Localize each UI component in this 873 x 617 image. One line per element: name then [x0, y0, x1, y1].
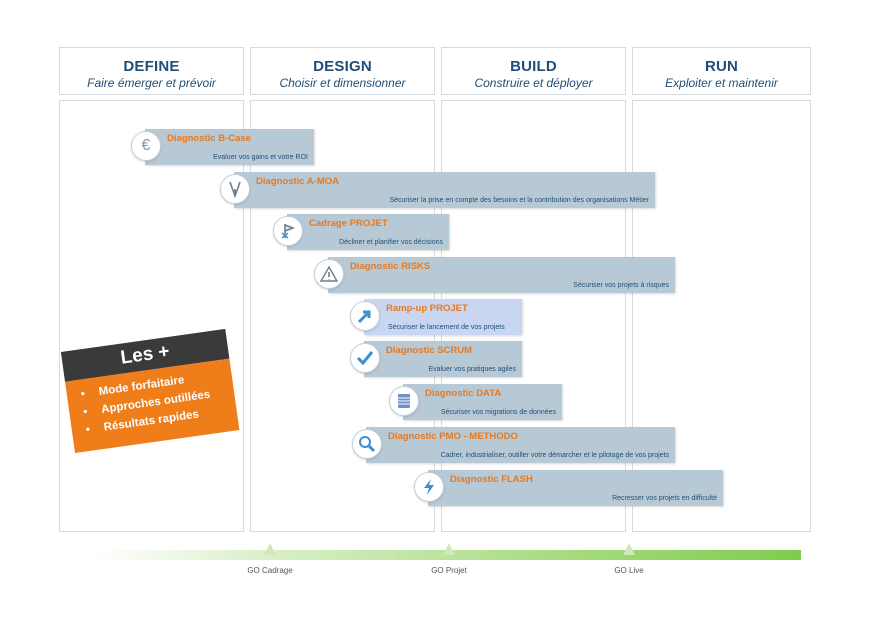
phase-subtitle: Faire émerger et prévoir	[87, 76, 216, 90]
phase-header-design: DESIGN Choisir et dimensionner	[250, 47, 435, 95]
database-icon	[389, 386, 419, 416]
phase-title: DEFINE	[123, 58, 180, 75]
branch-icon	[220, 174, 250, 204]
check-icon	[350, 343, 380, 373]
bar-title: Cadrage PROJET	[309, 218, 388, 229]
bar-diagnostic-scrum: Diagnostic SCRUM Evaluer vos pratiques a…	[364, 341, 522, 377]
bar-title: Diagnostic RISKS	[350, 261, 431, 272]
milestone-marker	[264, 543, 276, 555]
arrow-icon	[350, 301, 380, 331]
bar-diagnostic-a-moa: Diagnostic A-MOA Sécuriser la prise en c…	[234, 172, 655, 208]
bar-description: Sécuriser vos projets à risques	[573, 282, 669, 289]
bar-title: Ramp-up PROJET	[386, 303, 468, 314]
bar-description: Evaluer vos pratiques agiles	[428, 366, 516, 373]
phase-subtitle: Construire et déployer	[474, 76, 593, 90]
bar-description: Recresser vos projets en difficulté	[612, 495, 717, 502]
bar-ramp-up-projet: Ramp-up PROJET Sécuriser le lancement de…	[364, 299, 522, 335]
phase-subtitle: Exploiter et maintenir	[665, 76, 778, 90]
euro-icon: €	[131, 131, 161, 161]
bar-diagnostic-b-case: Diagnostic B-Case Evaluer vos gains et v…	[145, 129, 314, 165]
magnifier-icon	[352, 429, 382, 459]
advantages-box: Les + Mode forfaitaire Approches outillé…	[60, 328, 240, 454]
phase-column-define	[59, 100, 244, 532]
bar-title: Diagnostic FLASH	[450, 474, 533, 485]
bar-cadrage-projet: Cadrage PROJET Décliner et planifier vos…	[287, 214, 449, 250]
flag-icon	[273, 216, 303, 246]
milestone-label: GO Live	[614, 566, 644, 575]
phase-column-run	[632, 100, 811, 532]
milestone-label: GO Cadrage	[247, 566, 293, 575]
milestone-marker	[623, 543, 635, 555]
bar-diagnostic-data: Diagnostic DATA Sécuriser vos migrations…	[403, 384, 562, 420]
phase-header-build: BUILD Construire et déployer	[441, 47, 626, 95]
milestone-label: GO Projet	[431, 566, 467, 575]
lightning-icon	[414, 472, 444, 502]
bar-description: Sécuriser la prise en compte des besoins…	[389, 197, 649, 204]
phase-title: BUILD	[510, 58, 557, 75]
bar-title: Diagnostic SCRUM	[386, 345, 473, 356]
bar-title: Diagnostic PMO - METHODO	[388, 431, 518, 442]
timeline-bar	[95, 550, 801, 560]
phase-title: RUN	[704, 58, 739, 75]
bar-title: Diagnostic A-MOA	[256, 176, 340, 187]
bar-diagnostic-pmo-methodo: Diagnostic PMO - METHODO Cadrer, industr…	[366, 427, 675, 463]
bar-description: Décliner et planifier vos décisions	[339, 239, 443, 246]
bar-description: Evaluer vos gains et votre ROI	[213, 154, 308, 161]
bar-title: Diagnostic DATA	[425, 388, 502, 399]
phase-subtitle: Choisir et dimensionner	[279, 76, 406, 90]
warning-icon	[314, 259, 344, 289]
bar-description: Sécuriser le lancement de vos projets	[388, 324, 505, 331]
bar-description: Sécuriser vos migrations de données	[440, 409, 556, 416]
phase-title: DESIGN	[313, 58, 372, 75]
bar-description: Cadrer, industrialiser, outiller votre d…	[440, 452, 669, 459]
bar-title: Diagnostic B-Case	[167, 133, 251, 144]
phase-header-define: DEFINE Faire émerger et prévoir	[59, 47, 244, 95]
bar-diagnostic-flash: Diagnostic FLASH Recresser vos projets e…	[428, 470, 723, 506]
bar-diagnostic-risks: Diagnostic RISKS Sécuriser vos projets à…	[328, 257, 675, 293]
milestone-marker	[443, 543, 455, 555]
phase-header-run: RUN Exploiter et maintenir	[632, 47, 811, 95]
